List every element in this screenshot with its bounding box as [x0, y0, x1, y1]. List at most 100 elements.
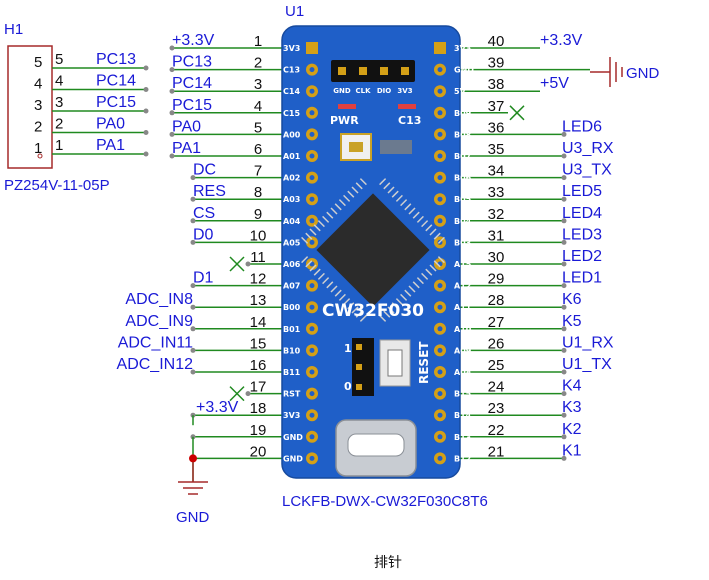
chip-pin: [351, 186, 359, 194]
right-wire-end: [561, 218, 567, 224]
left-net-label: RES: [193, 183, 226, 200]
right-net-label: U1_RX: [562, 334, 614, 351]
left-wire-end: [190, 304, 196, 310]
right-pin-number: 24: [488, 379, 505, 396]
right-wire-end: [561, 131, 567, 137]
right-pin-number: 25: [488, 357, 505, 374]
chip-pin: [400, 199, 408, 207]
chip-pin: [429, 228, 437, 236]
left-wire-end: [169, 88, 175, 94]
connector-box-number: 2: [34, 119, 42, 136]
boot-label-1: 1: [344, 342, 352, 355]
mcu-body: [316, 193, 430, 307]
left-net-label: ADC_IN8: [125, 291, 193, 308]
board-silk-left: A01: [283, 152, 301, 161]
board-silk-right: A10: [454, 325, 472, 334]
board-silk-right: A15: [454, 260, 472, 269]
right-pin-number: 31: [488, 227, 505, 244]
board-pad-hole: [437, 131, 443, 137]
connector-net-label: PC14: [96, 73, 136, 90]
left-net-label: PA0: [172, 118, 201, 135]
connector-pin-number: 2: [55, 116, 63, 133]
board-pad-hole: [437, 412, 443, 418]
gnd-right-label: GND: [626, 65, 660, 82]
chip-pin: [330, 207, 338, 215]
left-wire-end: [190, 175, 196, 181]
chip-pin: [343, 298, 351, 306]
board-pad-hole: [437, 455, 443, 461]
board-silk-right: B09: [454, 109, 472, 118]
board-pad-hole: [309, 239, 315, 245]
board-pad-hole: [309, 391, 315, 397]
board-silk-left: A03: [283, 195, 300, 204]
chip-pin: [379, 178, 387, 186]
left-wire-end: [190, 369, 196, 375]
connector-part: PZ254V-11-05P: [4, 177, 110, 194]
gnd-label: GND: [176, 509, 210, 526]
board-silk-left: 3V3: [283, 44, 300, 53]
right-pin-number: 22: [488, 422, 505, 439]
right-pin-number: 27: [488, 314, 505, 331]
left-net-label: D1: [193, 270, 214, 287]
right-net-label: LED4: [562, 205, 602, 222]
c13-label: C13: [398, 114, 421, 127]
right-net-label: K4: [562, 378, 582, 395]
chip-pin: [351, 306, 359, 314]
connector-ref: H1: [4, 21, 23, 38]
right-net-label: K3: [562, 399, 582, 416]
right-wire-end: [561, 455, 567, 461]
chip-pin: [359, 178, 367, 186]
chip-pin: [387, 306, 395, 314]
chip-pin: [334, 203, 342, 211]
board-pad-hole: [309, 88, 315, 94]
chip-pin: [322, 215, 330, 223]
board-pad-hole: [309, 110, 315, 116]
board-pad-hole: [437, 175, 443, 181]
chip-pin: [395, 194, 403, 202]
board-silk-left: A05: [283, 238, 301, 247]
left-net-label: PC15: [172, 97, 212, 114]
chip-pin: [326, 281, 334, 289]
board-silk-left: GND: [283, 454, 303, 463]
left-wire-end: [190, 326, 196, 332]
right-pin-number: 35: [488, 141, 505, 158]
board-silk-left: B00: [283, 303, 301, 312]
pwr-led: [338, 104, 356, 109]
chip-pin: [421, 220, 429, 228]
board-pad-hole: [309, 131, 315, 137]
board-silk-right: B12: [454, 454, 471, 463]
right-net-label: K1: [562, 442, 582, 459]
left-pin-number: 20: [250, 443, 267, 460]
left-net-label: ADC_IN9: [125, 313, 193, 330]
mcu-chip: [301, 178, 445, 322]
chip-pin: [412, 281, 420, 289]
chip-pin: [391, 190, 399, 198]
chip-pin: [429, 264, 437, 272]
connector-body: [7, 45, 53, 169]
chip-pin: [412, 211, 420, 219]
board-pad-hole: [309, 434, 315, 440]
chip-pin: [313, 224, 321, 232]
reset-label: RESET: [417, 341, 431, 384]
board-pad-hole: [309, 67, 315, 73]
chip-pin: [322, 277, 330, 285]
board-pad-hole: [309, 347, 315, 353]
left-wire-end: [169, 153, 175, 159]
chip-pin: [326, 211, 334, 219]
right-pin-number: 28: [488, 292, 505, 309]
board-pad-hole: [437, 304, 443, 310]
debug-pin: [380, 67, 388, 75]
right-net-label: +3.3V: [540, 32, 583, 49]
connector-pin-number: 5: [55, 51, 63, 68]
chip-pin: [425, 268, 433, 276]
left-net-label: D0: [193, 226, 214, 243]
board-silk-right: B06: [454, 174, 472, 183]
board-silk-left: GND: [283, 433, 303, 442]
left-wire-end: [190, 196, 196, 202]
c13-led: [398, 104, 416, 109]
right-pin-number: 30: [488, 249, 505, 266]
board-pad-hole: [437, 347, 443, 353]
right-wire-end: [561, 326, 567, 332]
